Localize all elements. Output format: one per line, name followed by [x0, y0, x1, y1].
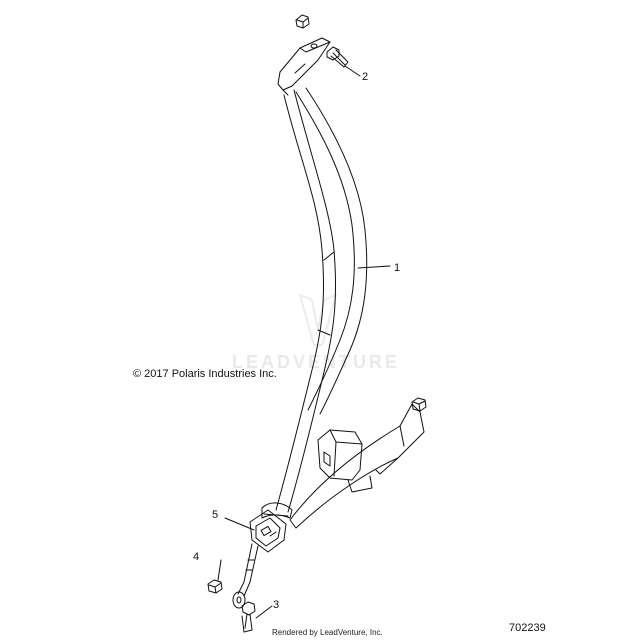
- belt-webbing: [275, 87, 368, 513]
- callout-4: 4: [193, 551, 199, 563]
- bracket-nut: [411, 397, 427, 412]
- rendered-by-credit: Rendered by LeadVenture, Inc.: [272, 628, 383, 637]
- watermark-text: LEADVENTURE: [232, 352, 400, 372]
- callout-1: 1: [394, 262, 400, 274]
- callout-2: 2: [362, 71, 368, 83]
- buckle-stalk: [232, 543, 259, 609]
- lower-mounting-bracket: [289, 403, 425, 529]
- callout-3: 3: [273, 599, 279, 611]
- retractor-assembly: [317, 429, 373, 493]
- nut-item-4: [207, 579, 223, 594]
- copyright-notice: © 2017 Polaris Industries Inc.: [133, 368, 277, 380]
- upper-anchor-bracket: [277, 37, 331, 96]
- callout-5: 5: [212, 509, 218, 521]
- bolt-item-3: [241, 601, 256, 633]
- figure-id: 702239: [509, 622, 546, 634]
- leadventure-watermark: LEADVENTURE: [232, 293, 400, 372]
- latch-tongue: [261, 502, 293, 519]
- leader-lines: [217, 65, 391, 619]
- bolt-item-2: [326, 46, 349, 68]
- buckle-item-5: [249, 509, 287, 553]
- top-nut: [295, 14, 310, 29]
